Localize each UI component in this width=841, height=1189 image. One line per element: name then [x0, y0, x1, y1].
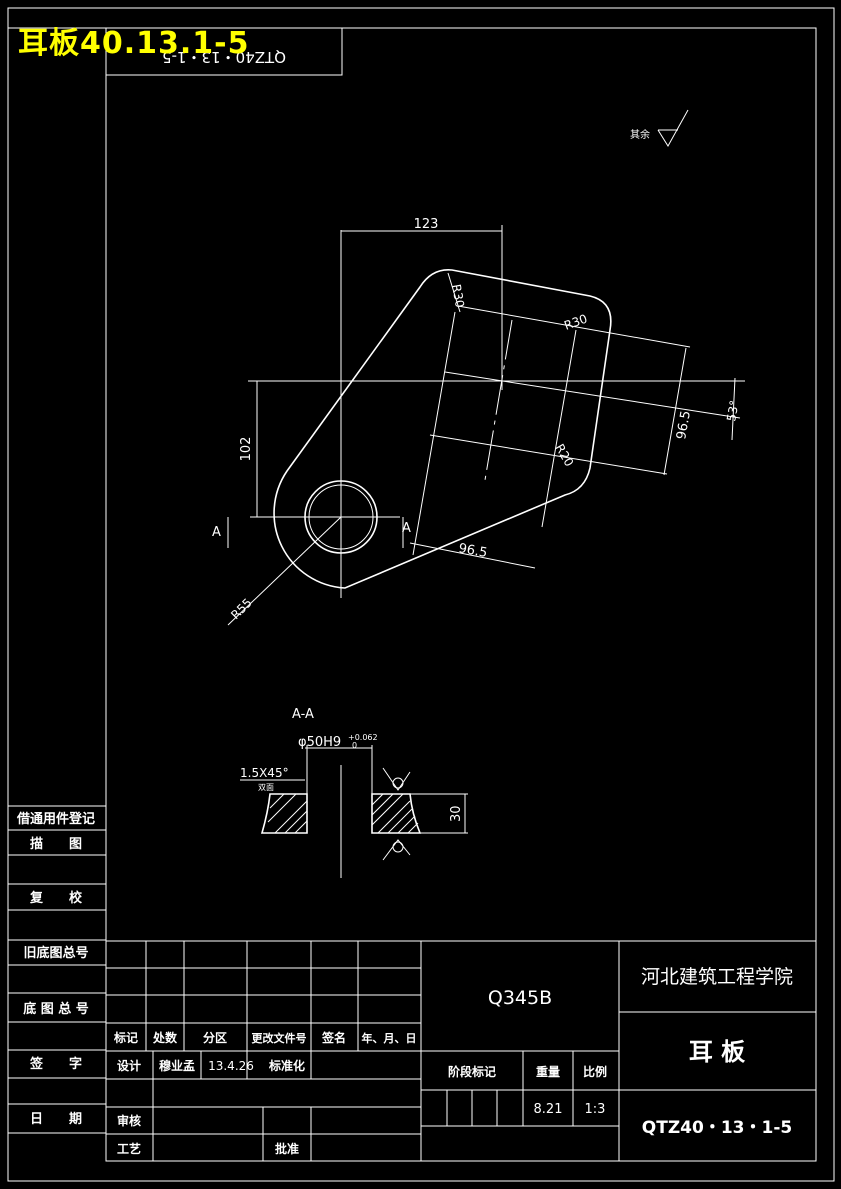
h-mark: 标记 — [113, 1030, 138, 1045]
dim-102: 102 — [239, 437, 254, 462]
stage-label: 阶段标记 — [448, 1064, 496, 1079]
dim-96-5-v-line — [663, 347, 687, 476]
school-name: 河北建筑工程学院 — [641, 966, 793, 988]
weight-value: 8.21 — [534, 1102, 563, 1117]
h-docno: 更改文件号 — [252, 1031, 307, 1045]
section-bore: φ50H9 — [298, 735, 341, 750]
section-title: A-A — [292, 707, 314, 722]
reg-label: 借通用件登记 — [16, 811, 95, 827]
dim-r20: R20 — [552, 442, 576, 469]
date-label: 日 期 — [30, 1112, 82, 1127]
drawing-number: QTZ40・13・1-5 — [642, 1118, 792, 1138]
weight-label: 重量 — [536, 1064, 560, 1079]
h-zone: 分区 — [203, 1030, 227, 1045]
dim-123: 123 — [414, 217, 439, 232]
scale-value: 1:3 — [585, 1102, 606, 1117]
title-block: 标记 处数 分区 更改文件号 签名 年、月、日 设计 穆业孟 13.4.26 标… — [106, 940, 816, 1161]
scale-label: 比例 — [583, 1064, 607, 1079]
check-label: 复 校 — [29, 890, 83, 906]
old-base-label: 旧底图总号 — [23, 945, 88, 961]
design-date: 13.4.26 — [208, 1059, 254, 1073]
dim-96-5-v: 96.5 — [674, 410, 694, 441]
r55-leader — [227, 516, 342, 626]
inner-frame — [105, 27, 817, 1162]
dim-angle: 53° — [724, 399, 741, 422]
angle-tick — [731, 377, 736, 441]
section-tol-lower: 0 — [352, 741, 357, 750]
overlay-title: 耳板40.13.1-5 — [18, 26, 250, 61]
centerline-axis — [484, 319, 513, 481]
outer-frame — [7, 7, 835, 1182]
dim-96-5-h: 96.5 — [457, 541, 488, 561]
centerline-slant — [444, 371, 741, 419]
roughness-note: 其余 — [630, 128, 650, 141]
left-column: 借通用件登记 描 图 复 校 旧底图总号 底 图 总 号 签 字 日 期 — [8, 805, 106, 1134]
ext-line-1 — [457, 305, 691, 348]
std-label: 标准化 — [268, 1058, 305, 1073]
section-chamfer-note: 双面 — [258, 783, 274, 792]
section-tol-upper: +0.062 — [348, 733, 378, 742]
section-thickness: 30 — [449, 805, 464, 822]
part-outline — [273, 269, 612, 589]
base-no-label: 底 图 总 号 — [23, 1001, 89, 1017]
r30-leader — [447, 272, 461, 313]
ext-line-2 — [429, 434, 668, 475]
weld-circle-top — [392, 777, 404, 789]
trace-label: 描 图 — [30, 836, 82, 852]
design-label: 设计 — [117, 1058, 141, 1073]
part-name: 耳 板 — [689, 1038, 746, 1066]
dim-96-5-h-line — [409, 542, 536, 569]
section-a-left: A — [212, 525, 221, 540]
designer-name: 穆业孟 — [159, 1058, 195, 1073]
code-box — [105, 27, 343, 76]
section-a-right: A — [402, 521, 411, 536]
h-count: 处数 — [152, 1030, 178, 1045]
section-body — [260, 793, 308, 834]
roughness-symbol — [657, 109, 689, 147]
section-view: A-A φ50H9 +0.062 0 1.5X45° 双面 30 — [240, 707, 468, 878]
side-line-2 — [412, 311, 456, 556]
h-sign: 签名 — [321, 1030, 346, 1045]
material: Q345B — [488, 987, 552, 1009]
section-chamfer: 1.5X45° — [240, 766, 289, 780]
hatching — [267, 793, 419, 834]
weld-mark-bottom — [382, 839, 411, 861]
main-view: 123 102 R30 R30 96.5 53° R20 96.5 R55 A … — [212, 217, 745, 626]
approve-label: 批准 — [275, 1141, 299, 1156]
section-body-right — [371, 793, 422, 834]
weld-mark-top — [382, 767, 411, 791]
dim-r55: R55 — [228, 596, 255, 623]
weld-circle-bottom — [392, 841, 404, 853]
review-label: 审核 — [117, 1113, 141, 1128]
sign-label: 签 字 — [29, 1056, 82, 1072]
mirror-code: QTZ40・13・1-5 — [162, 48, 286, 66]
process-label: 工艺 — [117, 1141, 141, 1156]
h-date: 年、月、日 — [362, 1031, 417, 1045]
side-line-1 — [541, 329, 577, 528]
dim-r30-b: R30 — [562, 312, 589, 333]
